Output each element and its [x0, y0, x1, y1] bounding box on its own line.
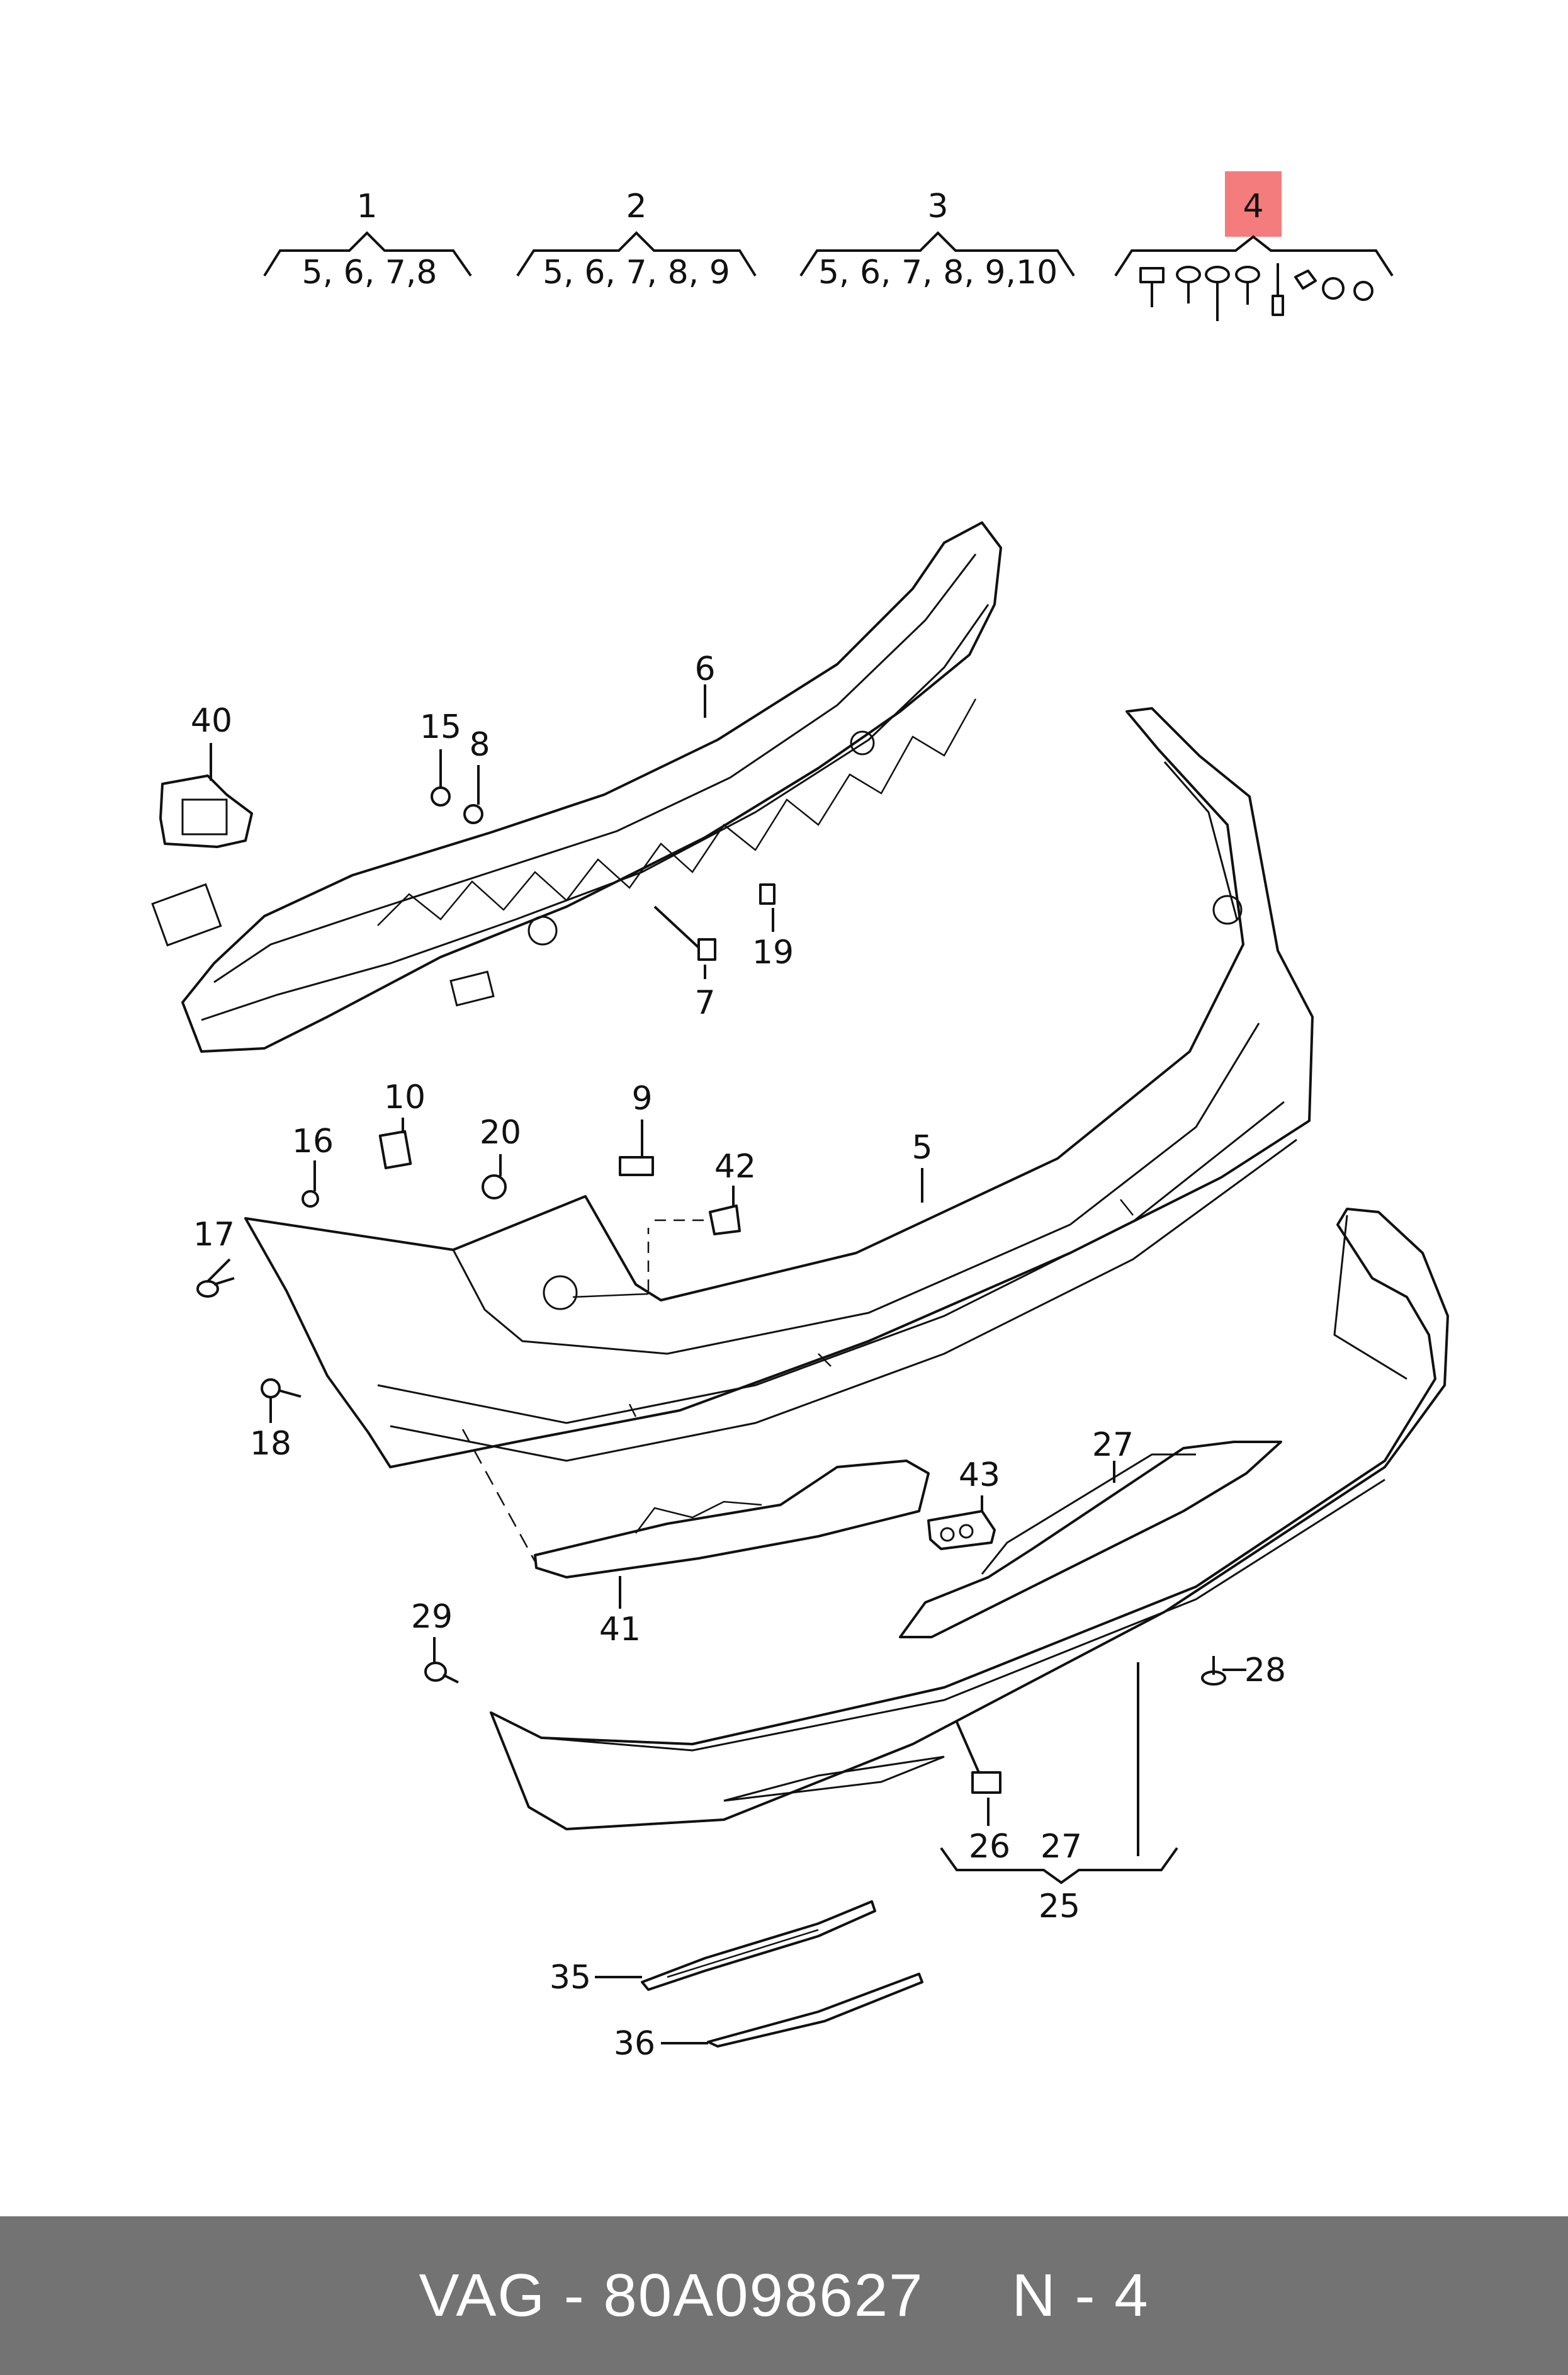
strip-part-35	[641, 1900, 876, 1991]
leader-lines	[206, 684, 1246, 2044]
clip-19	[759, 883, 776, 905]
label-7: 7	[694, 984, 715, 1022]
label-5: 5	[911, 1129, 932, 1167]
label-27-top: 27	[1092, 1426, 1134, 1464]
fastener-icons	[1139, 263, 1373, 321]
label-8: 8	[469, 726, 490, 764]
long-screw-icon	[1205, 266, 1230, 283]
clip-9	[619, 1156, 654, 1176]
kit-1: 1 5, 6, 7,8	[263, 188, 472, 292]
spacer-42	[709, 1205, 741, 1235]
screw-icon-2	[1235, 266, 1260, 283]
expanding-nut-icon	[1353, 281, 1373, 301]
label-19: 19	[752, 934, 794, 972]
diffuser-part-25	[490, 1208, 1449, 1830]
label-18: 18	[250, 1425, 291, 1463]
footer-bar: VAG - 80A098627 N - 4	[0, 2216, 1568, 2375]
label-41: 41	[599, 1611, 641, 1648]
label-27-bottom: 27	[1041, 1828, 1082, 1866]
label-26: 26	[969, 1828, 1010, 1866]
label-16: 16	[292, 1123, 334, 1160]
label-28: 28	[1244, 1652, 1286, 1689]
strip-part-36	[707, 1973, 923, 2048]
screw-icon	[1176, 266, 1201, 283]
kit-2-contents: 5, 6, 7, 8, 9	[543, 254, 730, 292]
nut-15	[431, 786, 451, 807]
kit-3-contents: 5, 6, 7, 8, 9,10	[818, 254, 1058, 292]
label-9: 9	[631, 1080, 652, 1118]
screw-29	[424, 1662, 447, 1682]
kit-3-number: 3	[927, 188, 948, 225]
kit-4: 4	[1114, 171, 1394, 321]
absorber-part-6	[151, 521, 1002, 1053]
label-15: 15	[420, 708, 461, 746]
part-number: VAG - 80A098627	[419, 2262, 924, 2329]
nut-icon	[1322, 277, 1345, 300]
bolt-icon	[1139, 267, 1165, 283]
label-10: 10	[384, 1079, 426, 1116]
clip-part-43	[927, 1510, 996, 1550]
trim-part-41	[534, 1460, 930, 1579]
label-6: 6	[694, 650, 715, 688]
clip-10	[378, 1130, 412, 1170]
kit-2: 2 5, 6, 7, 8, 9	[516, 188, 757, 292]
kit-4-number: 4	[1243, 188, 1263, 225]
kit-4-highlight	[1225, 171, 1282, 237]
bumper-cover-part-5	[244, 707, 1314, 1468]
diagram-reference: N - 4	[1012, 2262, 1149, 2329]
screw-18	[261, 1378, 281, 1398]
label-40: 40	[191, 702, 232, 740]
rivet-icon	[1272, 295, 1284, 316]
nut-20	[482, 1174, 507, 1199]
nut-8	[463, 804, 483, 824]
fasteners	[196, 786, 1226, 1794]
label-42: 42	[714, 1148, 756, 1186]
label-25: 25	[1039, 1888, 1080, 1925]
clip-16	[302, 1190, 319, 1208]
kit-2-number: 2	[626, 188, 646, 225]
kit-1-contents: 5, 6, 7,8	[302, 254, 437, 292]
clip-icon	[1294, 269, 1317, 290]
kit-1-number: 1	[356, 188, 377, 225]
parts-diagram: 1 5, 6, 7,8 2 5, 6, 7, 8, 9 3 5, 6, 7, 8…	[151, 171, 1449, 2063]
bracket-part-40	[159, 774, 253, 848]
part-labels: 6 15 8 40 19 7 10 9 20 16 42 5 17 18 27 …	[191, 650, 1286, 2063]
cover-26	[971, 1771, 1001, 1794]
bracket-part-27	[899, 1441, 1282, 1638]
label-36: 36	[614, 2025, 655, 2063]
label-17: 17	[193, 1216, 235, 1254]
kit-3: 3 5, 6, 7, 8, 9,10	[799, 188, 1075, 292]
footer-text: VAG - 80A098627 N - 4	[0, 2216, 1568, 2375]
label-43: 43	[959, 1456, 1000, 1494]
label-20: 20	[480, 1114, 521, 1152]
label-29: 29	[411, 1598, 453, 1636]
clip-7	[697, 938, 716, 961]
label-35: 35	[550, 1959, 591, 1997]
